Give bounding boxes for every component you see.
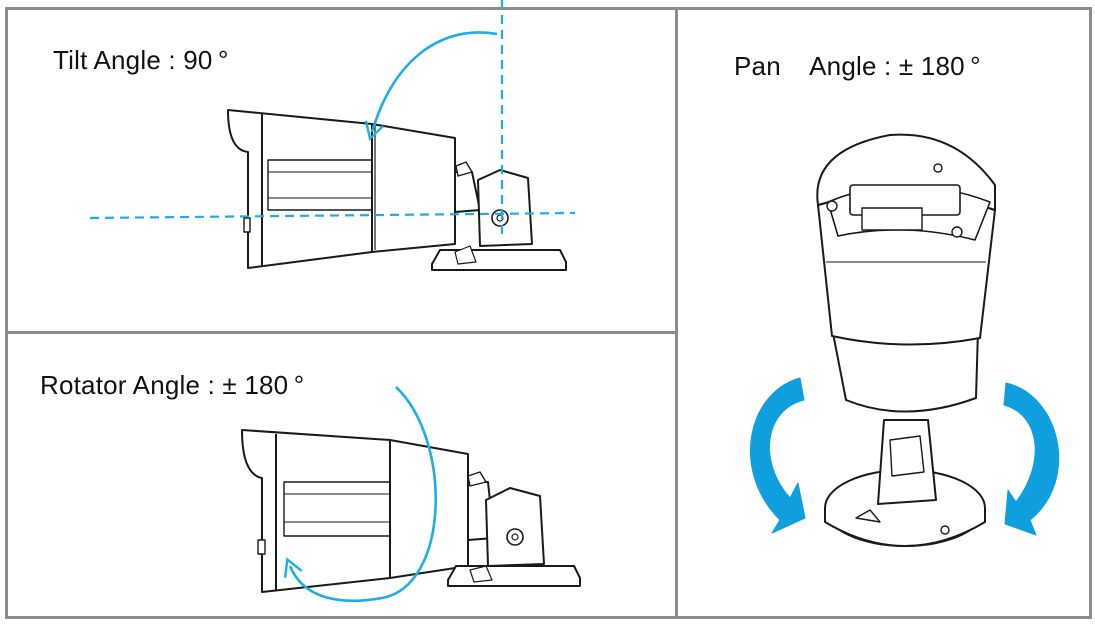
rotator-angle-label: Rotator Angle : ± 180 ° (40, 370, 305, 400)
pan-camera-illustration (816, 133, 996, 547)
rotator-arrow (283, 386, 437, 603)
vertical-divider (675, 7, 678, 619)
pan-right-arrow (1003, 382, 1060, 536)
pan-angle-label: Pan Angle : ± 180 ° (734, 51, 981, 81)
tilt-arrow (364, 31, 498, 142)
rotator-camera-illustration (241, 429, 581, 593)
horizontal-divider (5, 331, 677, 334)
tilt-guide-lines (89, 0, 576, 240)
diagram-frame (5, 7, 1092, 619)
pan-left-arrow (749, 377, 806, 534)
tilt-camera-illustration (227, 109, 567, 271)
tilt-angle-label: Tilt Angle : 90 ° (53, 45, 229, 75)
